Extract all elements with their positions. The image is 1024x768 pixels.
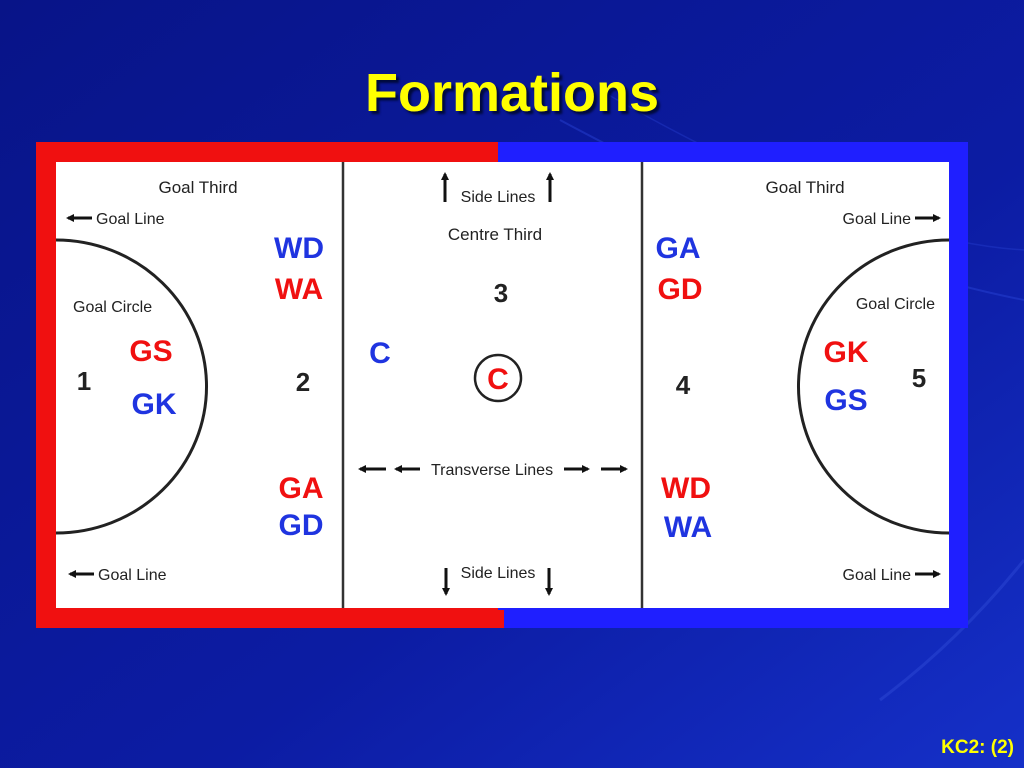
- transverse-lines-label: Transverse Lines: [431, 462, 553, 479]
- zone-number-1: 1: [77, 366, 91, 396]
- position-c-blue: C: [369, 337, 391, 370]
- position-ga-right: GA: [656, 232, 701, 265]
- goal-circle-label-left: Goal Circle: [73, 299, 152, 316]
- goal-circle-label-right: Goal Circle: [856, 296, 935, 313]
- position-gs-left: GS: [129, 335, 172, 368]
- goal-line-label-bottom-right: Goal Line: [843, 567, 912, 584]
- goal-circle-right: [797, 238, 950, 535]
- position-wa-left: WA: [275, 273, 323, 306]
- position-gd-left: GD: [279, 509, 324, 542]
- netball-court-diagram: Goal Third Goal Third Centre Third Goal …: [55, 162, 950, 608]
- goal-third-label-right: Goal Third: [765, 178, 844, 197]
- slide-title: Formations: [364, 63, 660, 123]
- zone-number-5: 5: [912, 363, 926, 393]
- position-c-red: C: [487, 363, 509, 396]
- position-gk-right: GK: [824, 336, 869, 369]
- centre-circle: [473, 353, 523, 403]
- side-lines-label-bottom: Side Lines: [461, 565, 536, 582]
- slide-footer: KC2: (2): [941, 737, 1014, 758]
- position-ga-left: GA: [279, 472, 324, 505]
- goal-line-label-top-left: Goal Line: [96, 211, 165, 228]
- goal-line-label-bottom-left: Goal Line: [98, 567, 167, 584]
- side-lines-label-top: Side Lines: [461, 189, 536, 206]
- position-wd-left: WD: [274, 232, 324, 265]
- goal-circle-left: [55, 238, 208, 535]
- position-wa-right: WA: [664, 511, 712, 544]
- zone-number-4: 4: [676, 370, 691, 400]
- centre-third-label: Centre Third: [448, 225, 542, 244]
- position-wd-right: WD: [661, 472, 711, 505]
- goal-line-label-top-right: Goal Line: [843, 211, 912, 228]
- court-surface: [56, 162, 949, 608]
- zone-number-2: 2: [296, 367, 310, 397]
- position-gd-right: GD: [658, 273, 703, 306]
- position-gs-right: GS: [824, 384, 867, 417]
- goal-third-label-left: Goal Third: [158, 178, 237, 197]
- zone-number-3: 3: [494, 278, 508, 308]
- position-gk-left: GK: [132, 388, 177, 421]
